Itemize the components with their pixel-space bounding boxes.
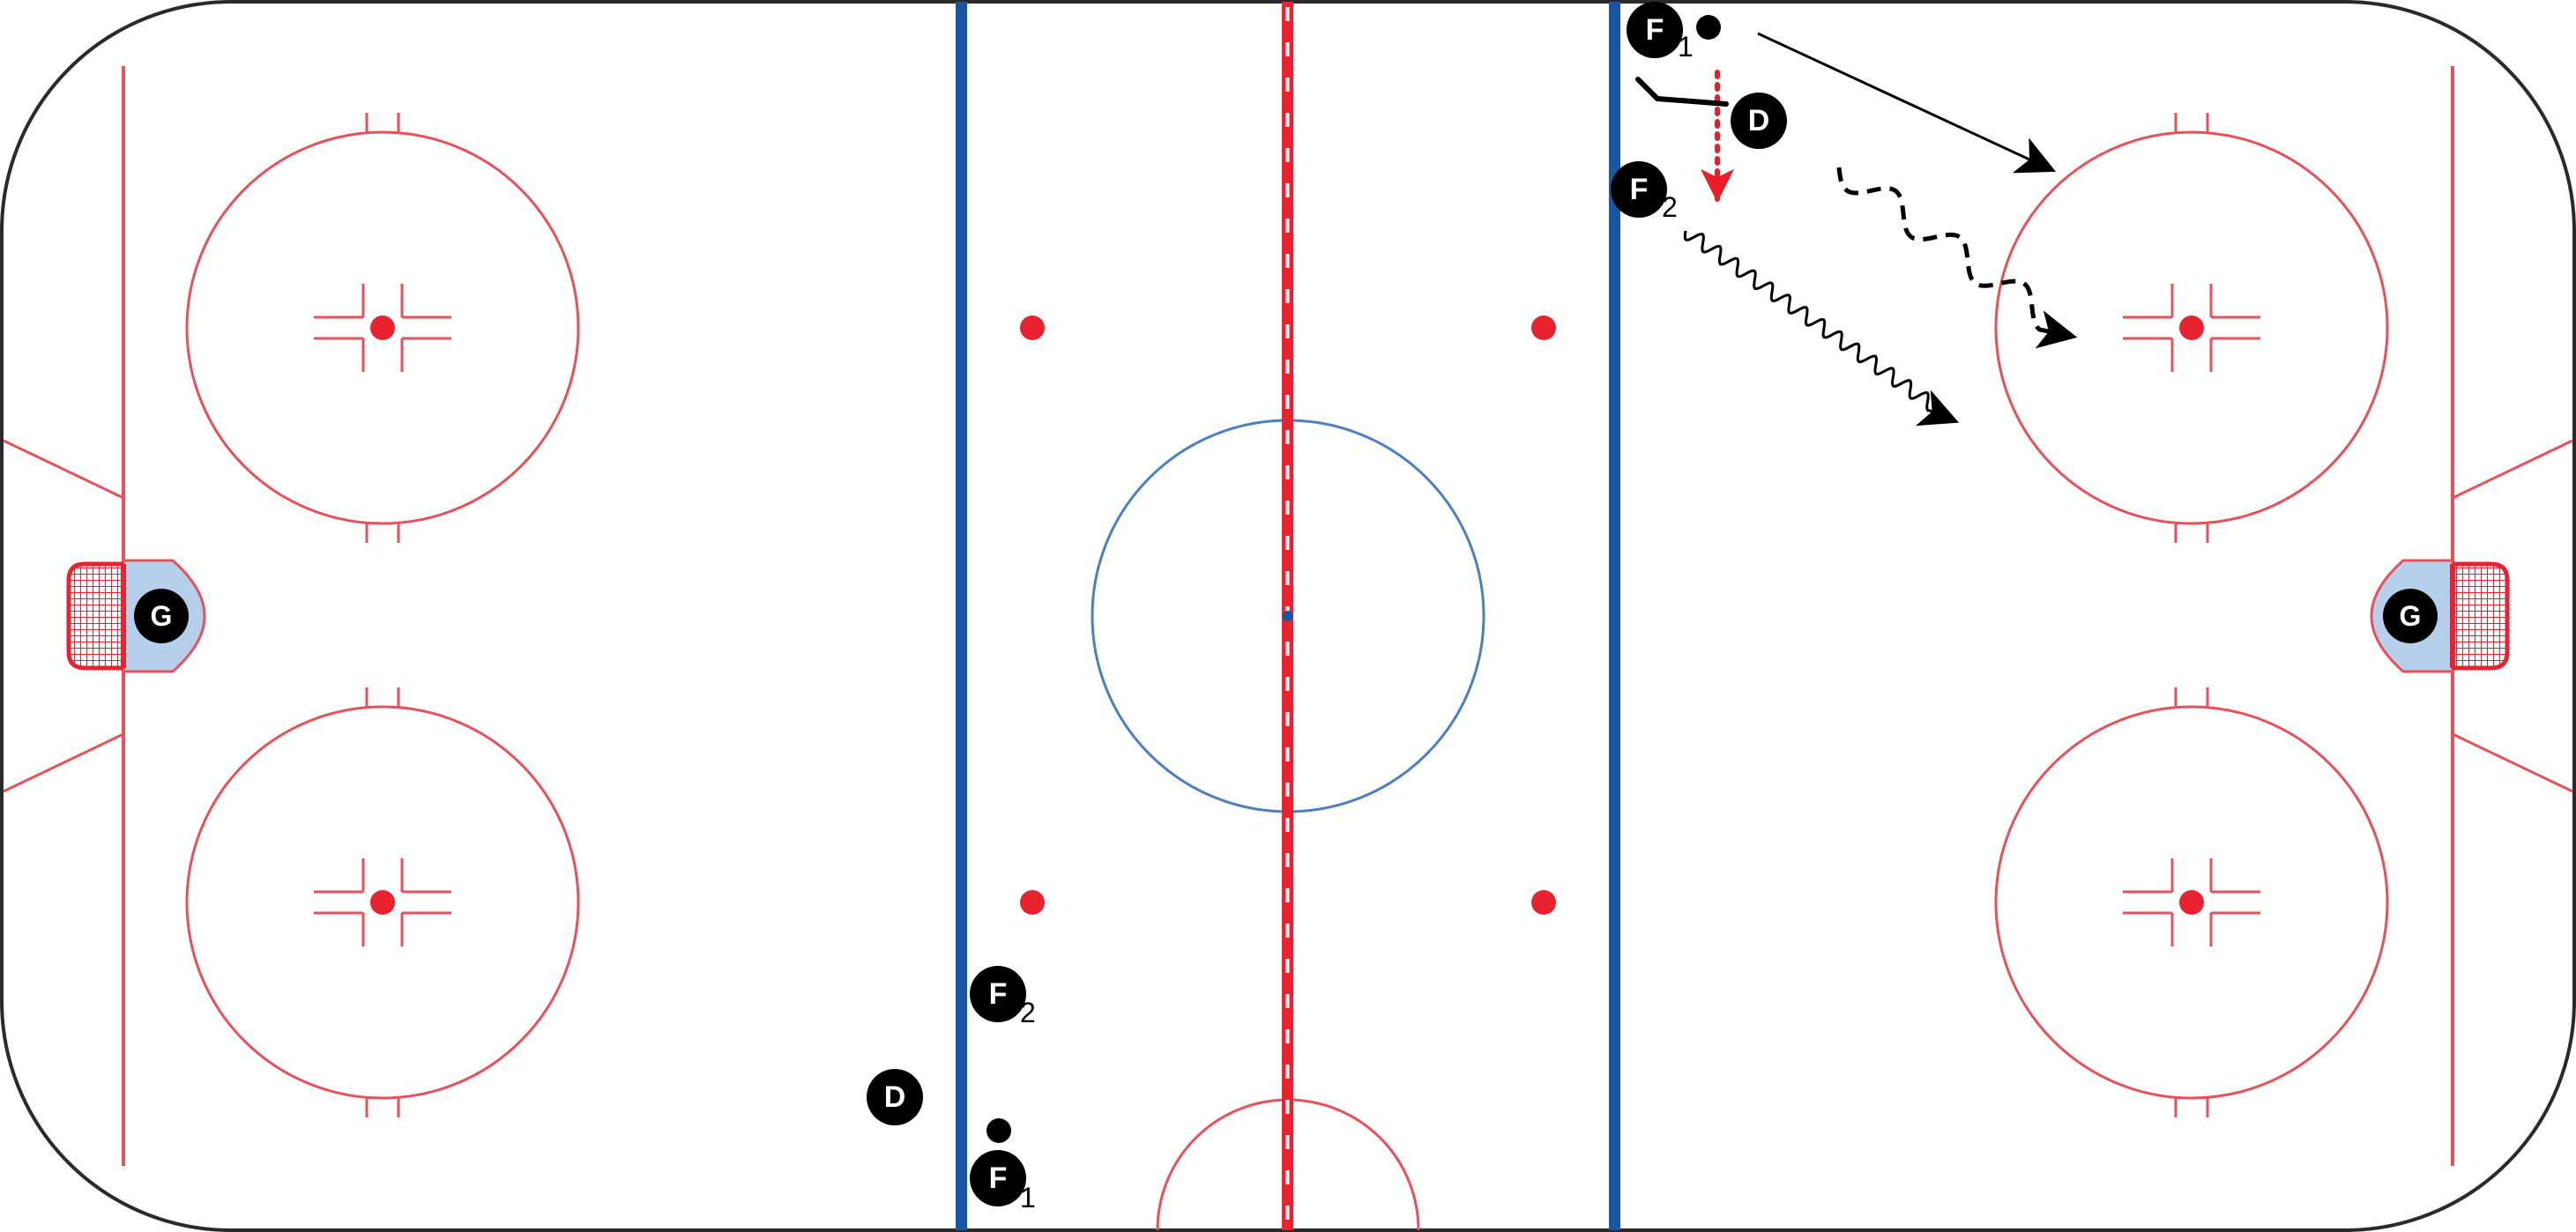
faceoff-dot [2179,315,2204,340]
blue-line-right [1609,2,1620,1230]
player-f1-neutral-number: 1 [1020,1182,1036,1213]
player-f1-neutral: F 1 [970,1150,1036,1213]
skate-path-f2-with-puck [1683,230,1960,427]
player-d-neutral: D [867,1069,923,1125]
skate-path-d-dashed [1836,167,2078,349]
player-d-attack-letter: D [1748,104,1770,137]
goalie-right-label: G [2400,600,2422,632]
player-f1-attack-letter: F [1646,13,1664,47]
player-f1-attack: F 1 [1627,2,1694,63]
player-d-neutral-letter: D [884,1080,906,1114]
goalie-right: G [2383,589,2438,643]
player-d-attack: D [1731,93,1787,149]
faceoff-dot [2179,890,2204,915]
player-f2-neutral-letter: F [989,977,1008,1011]
puck-neutral [986,1118,1011,1143]
faceoff-dot [370,890,395,915]
player-f2-neutral-number: 2 [1020,997,1036,1028]
faceoff-circles [185,130,2389,1100]
player-f2-neutral: F 2 [970,966,1036,1028]
player-f2-attack: F 2 [1611,161,1678,223]
stick-pivot-mark [1635,77,1729,107]
faceoff-dot [370,315,395,340]
player-f2-attack-number: 2 [1662,191,1678,223]
net-left [66,561,126,671]
player-f1-attack-number: 1 [1678,31,1694,63]
center-faceoff-dot [1282,611,1293,621]
trapezoid-right [2452,439,2573,793]
player-f1-neutral-letter: F [989,1161,1008,1195]
trapezoid-left [3,439,124,793]
goalie-left: G [134,589,189,643]
player-f2-attack-letter: F [1630,173,1649,206]
faceoff-details [314,113,2260,1117]
puck-attack [1696,15,1721,40]
neutral-zone-dots [1020,315,1556,915]
goalie-left-label: G [151,600,173,632]
blue-line-left [956,2,967,1230]
net-right [2450,561,2510,671]
skate-path-f1 [1757,32,2056,174]
